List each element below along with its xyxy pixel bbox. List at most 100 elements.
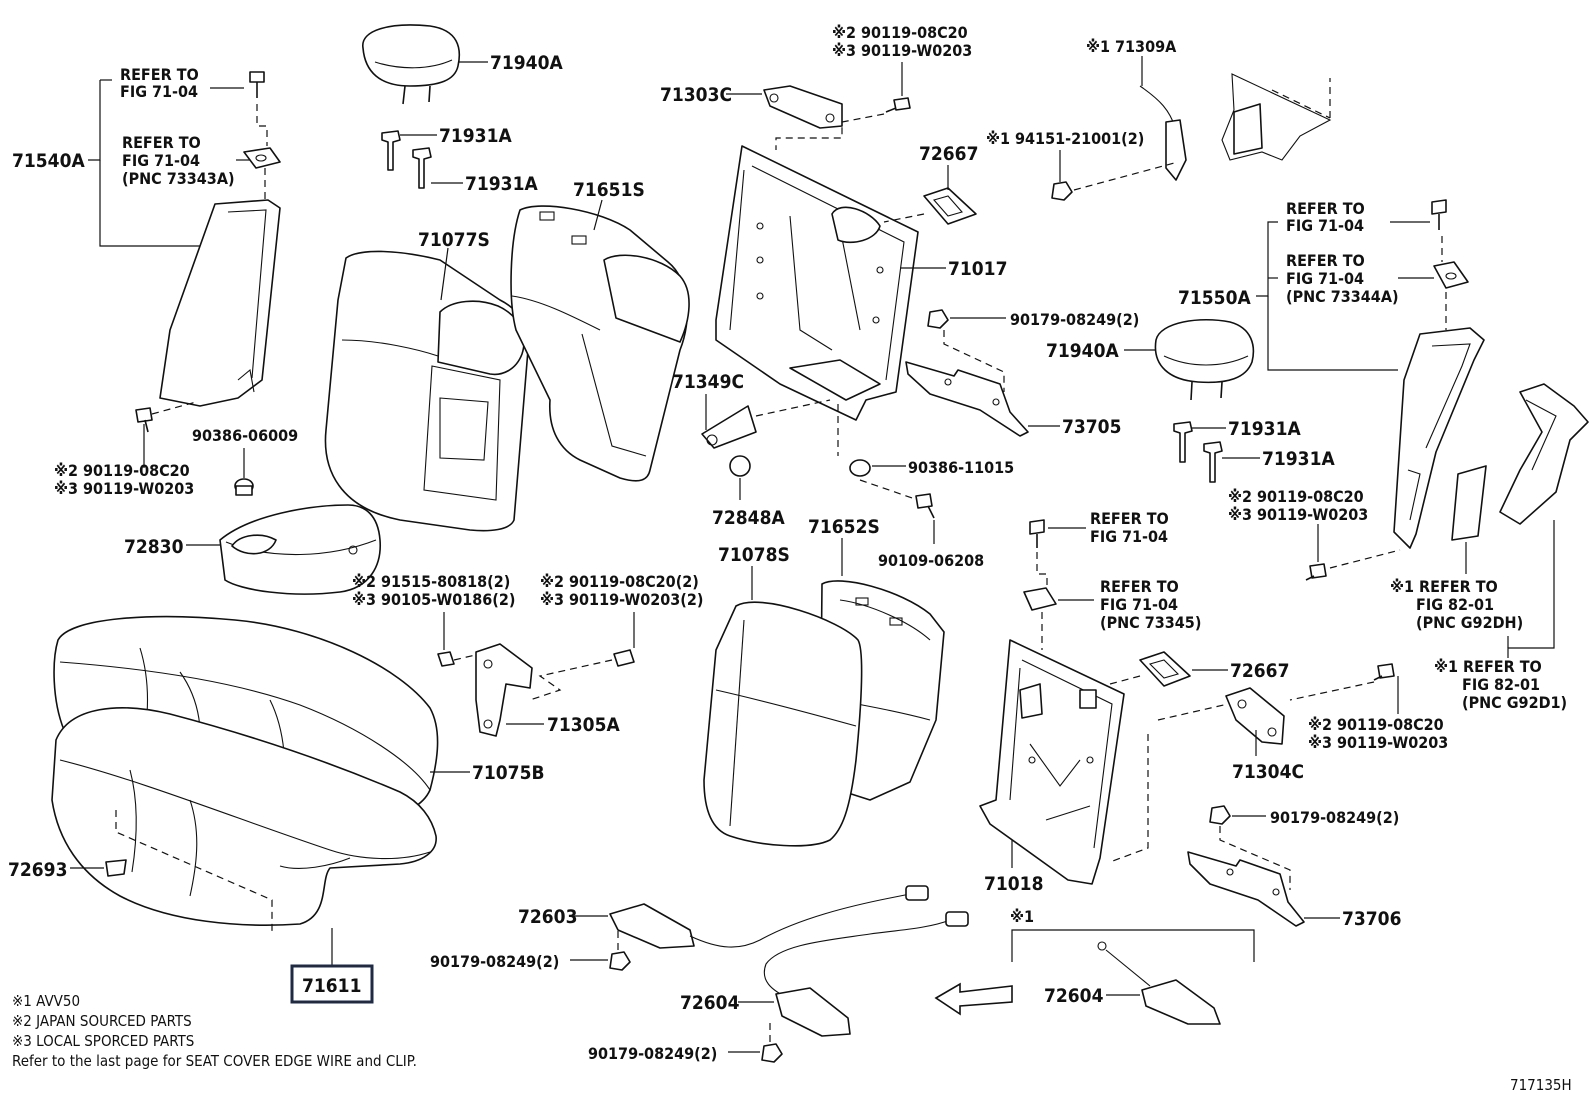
label-71931A-d: 71931A: [1262, 448, 1335, 470]
bolt-top-note2: ※3 90119-W0203: [832, 41, 972, 60]
note-local-sourced: ※3 LOCAL SPORCED PARTS: [12, 1032, 194, 1050]
clip-72667-upper: [923, 187, 977, 225]
nut-90179-lower: [1209, 805, 1231, 825]
figure-code: 717135H: [1510, 1076, 1572, 1094]
headrest-71940A-right: [1154, 319, 1255, 401]
label-71940A-left: 71940A: [490, 52, 563, 74]
headrest-71940A-left: [362, 24, 461, 105]
clip-72667-lower: [1139, 651, 1191, 687]
label-71931A-a: 71931A: [439, 125, 512, 147]
label-71349C: 71349C: [672, 371, 744, 393]
refer-h-line1: ※1 REFER TO: [1434, 657, 1542, 676]
label-71652S: 71652S: [808, 516, 880, 538]
label-72667-lower: 72667: [1230, 660, 1289, 682]
refer-e-line2: FIG 71-04: [1286, 216, 1364, 235]
bolt-left-lower: [135, 407, 153, 433]
screw-d-note1: ※2 90119-08C20(2): [540, 572, 699, 591]
cushion-90386-06009: [234, 478, 254, 496]
label-72667-upper: 72667: [919, 143, 978, 165]
side-trim-71550A: [1393, 327, 1485, 549]
refer-g-line2: FIG 82-01: [1416, 595, 1494, 614]
refer-e-line1: REFER TO: [1286, 199, 1365, 218]
refer-c-line2: FIG 71-04: [1090, 527, 1168, 546]
hinge-bracket-71305A: [475, 643, 533, 737]
nut-90179-cable-1: [609, 951, 631, 971]
label-73705: 73705: [1062, 416, 1121, 438]
bolt-right-note1: ※2 90119-08C20: [1308, 715, 1444, 734]
label-72848A: 72848A: [712, 507, 785, 529]
seatback-frame-71017: [715, 145, 919, 421]
arrow-icon: [934, 982, 1013, 1016]
label-90179-upper: 90179-08249(2): [1010, 310, 1139, 329]
refer-c-line1: REFER TO: [1090, 509, 1169, 528]
refer-g-line1: ※1 REFER TO: [1390, 577, 1498, 596]
note-avv50: ※1 AVV50: [12, 992, 80, 1010]
bolt-rr-note1: ※2 90119-08C20: [1228, 487, 1364, 506]
seatback-cover-71651S: [510, 205, 690, 482]
label-90179-lower: 90179-08249(2): [1270, 808, 1399, 827]
clip-73345: [1023, 587, 1057, 611]
lock-cable-72603: [609, 885, 929, 949]
label-72603: 72603: [518, 906, 577, 928]
label-72830: 72830: [124, 536, 184, 558]
refer-d-line3: (PNC 73345): [1100, 613, 1201, 632]
refer-d-line2: FIG 71-04: [1100, 595, 1178, 614]
label-71940A-right: 71940A: [1046, 340, 1119, 362]
clip-72693: [105, 859, 127, 877]
hinge-bracket-71304C: [1225, 687, 1285, 745]
refer-f-line2: FIG 71-04: [1286, 269, 1364, 288]
label-90386-06009: 90386-06009: [192, 426, 298, 445]
label-71611: 71611: [302, 975, 361, 997]
lock-cable-72604-left: [763, 911, 969, 1037]
note-seat-cover-edge-wire: Refer to the last page for SEAT COVER ED…: [12, 1052, 417, 1070]
bolt-right-rear: [1305, 563, 1327, 581]
screw-c-note2: ※3 90105-W0186(2): [352, 590, 515, 609]
label-71077S: 71077S: [418, 229, 490, 251]
label-71075B: 71075B: [472, 762, 545, 784]
seatback-frame-71018: [979, 639, 1125, 885]
label-90179-cable-1: 90179-08249(2): [430, 952, 559, 971]
label-box-71611: [290, 964, 374, 1004]
seatback-cover-71078S: [703, 601, 863, 847]
seat-cushion-assy: [51, 615, 439, 926]
label-71309A: ※1 71309A: [1086, 37, 1177, 56]
label-90386-11015: 90386-11015: [908, 458, 1014, 477]
label-72604-right: 72604: [1044, 985, 1104, 1007]
seatback-cover-71077S: [324, 250, 530, 532]
refer-f-line1: REFER TO: [1286, 251, 1365, 270]
bolt-71304C: [1373, 663, 1395, 681]
refer-f-line3: (PNC 73344A): [1286, 287, 1399, 306]
bolt-rr-note2: ※3 90119-W0203: [1228, 505, 1368, 524]
refer-a-line2: FIG 71-04: [120, 82, 198, 101]
hinge-cover-71349C: [701, 405, 757, 449]
label-71303C: 71303C: [660, 84, 732, 106]
cushion-90386-11015: [849, 459, 871, 477]
label-71017: 71017: [948, 258, 1007, 280]
clip-screw-71018: [1029, 519, 1045, 548]
lock-bracket-73705: [905, 361, 1029, 437]
refer-h-line2: FIG 82-01: [1462, 675, 1540, 694]
nut-90179-cable-2: [761, 1043, 783, 1063]
refer-b-line1: REFER TO: [122, 133, 201, 152]
label-90179-cable-2: 90179-08249(2): [588, 1044, 717, 1063]
inset-mark: ※1: [1010, 907, 1034, 926]
screw-d-note2: ※3 90119-W0203(2): [540, 590, 703, 609]
bolt-left-note1: ※2 90119-08C20: [54, 461, 190, 480]
label-71078S: 71078S: [718, 544, 790, 566]
screw-d: [613, 649, 635, 667]
label-90109-06208: 90109-06208: [878, 551, 984, 570]
refer-a-line1: REFER TO: [120, 65, 199, 84]
label-71540A: 71540A: [12, 150, 85, 172]
hinge-bracket-71303C: [763, 85, 843, 129]
cap-72848A: [729, 455, 751, 477]
label-71018: 71018: [984, 873, 1043, 895]
refer-d-line1: REFER TO: [1100, 577, 1179, 596]
lock-bracket-73706: [1187, 851, 1305, 927]
label-94151: ※1 94151-21001(2): [986, 129, 1144, 148]
label-71931A-c: 71931A: [1228, 418, 1301, 440]
buckle-cover: [1451, 383, 1589, 541]
bolt-90109-06208: [915, 493, 935, 519]
label-71305A: 71305A: [547, 714, 620, 736]
label-72604-left: 72604: [680, 992, 740, 1014]
